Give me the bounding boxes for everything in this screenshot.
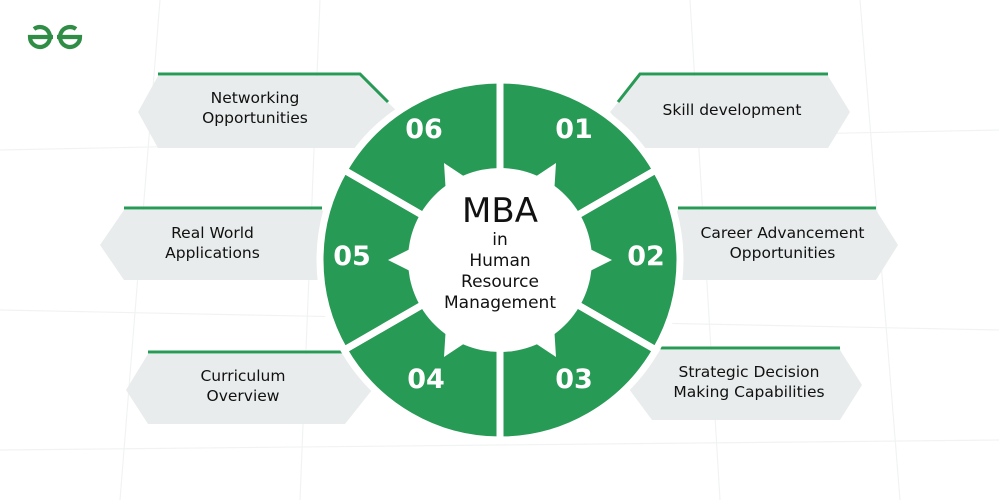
- gfg-logo-icon: [27, 24, 83, 50]
- center-spike-05: [388, 246, 416, 274]
- tab-skill-development: [610, 72, 850, 148]
- tab-curriculum: [126, 350, 372, 424]
- label-strategic-decision: Strategic Decision Making Capabilities: [644, 362, 854, 402]
- label-line: Opportunities: [729, 244, 836, 262]
- center-title: MBA: [462, 191, 538, 231]
- segment-number-05: 05: [333, 241, 371, 272]
- center-spike-01: [530, 163, 556, 194]
- label-line: Making Capabilities: [673, 383, 825, 401]
- center-line-4: Management: [444, 293, 556, 313]
- label-line: Opportunities: [202, 109, 308, 127]
- label-line: Strategic Decision: [678, 363, 820, 381]
- label-networking: Networking Opportunities: [160, 88, 350, 128]
- segment-number-01: 01: [555, 114, 593, 145]
- label-line: Networking: [210, 89, 300, 107]
- label-curriculum: Curriculum Overview: [148, 366, 338, 406]
- segment-number-03: 03: [555, 364, 593, 395]
- label-line: Career Advancement: [700, 224, 865, 242]
- label-real-world: Real World Applications: [120, 223, 305, 263]
- label-line: Curriculum: [200, 367, 286, 385]
- label-career-advancement: Career Advancement Opportunities: [675, 223, 890, 263]
- tab-real-world: [100, 206, 348, 280]
- center-spike-03: [530, 326, 556, 357]
- center-disc: [388, 163, 612, 357]
- center-label: MBA in Human Resource Management: [420, 192, 580, 314]
- center-line-1: in: [492, 230, 508, 250]
- label-skill-development: Skill development: [632, 100, 832, 120]
- segment-number-02: 02: [627, 241, 665, 272]
- center-spike-02: [584, 246, 612, 274]
- label-line: Overview: [206, 387, 280, 405]
- label-line: Applications: [165, 244, 260, 262]
- label-line: Real World: [171, 224, 254, 242]
- center-spike-04: [444, 326, 470, 357]
- tab-strategic-decision: [626, 346, 862, 420]
- label-line: Skill development: [662, 101, 802, 119]
- tab-networking: [138, 72, 398, 148]
- center-line-2: Human: [469, 251, 531, 271]
- segment-number-06: 06: [405, 114, 443, 145]
- segment-number-04: 04: [407, 364, 445, 395]
- tab-career-advancement: [652, 206, 898, 280]
- center-spike-06: [444, 163, 470, 194]
- center-line-3: Resource: [461, 272, 539, 292]
- label-tabs: [100, 72, 898, 424]
